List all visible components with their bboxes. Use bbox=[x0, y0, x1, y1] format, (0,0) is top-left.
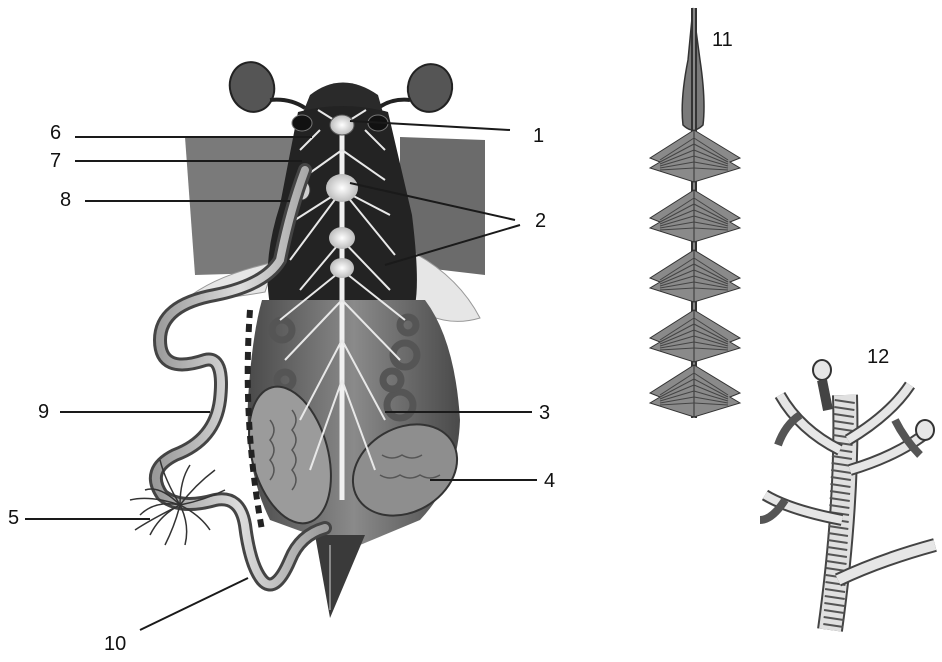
left-eye bbox=[292, 115, 312, 131]
insect-dissection bbox=[130, 57, 485, 618]
label-4: 4 bbox=[544, 471, 555, 491]
trachea-segment-diagram bbox=[650, 8, 740, 418]
thoracic-ganglion-2 bbox=[329, 227, 355, 249]
left-antenna-club bbox=[224, 57, 279, 117]
trachea-segment bbox=[650, 250, 740, 302]
right-antenna-club bbox=[403, 59, 458, 117]
trachea-segment bbox=[650, 365, 740, 417]
trachea-segments bbox=[650, 130, 740, 417]
trachea-segment bbox=[650, 190, 740, 242]
label-7: 7 bbox=[50, 151, 61, 171]
label-9: 9 bbox=[38, 402, 49, 422]
abdomen-tip bbox=[315, 535, 365, 618]
thoracic-ganglion-3 bbox=[330, 258, 354, 278]
label-3: 3 bbox=[539, 403, 550, 423]
label-5: 5 bbox=[8, 508, 19, 528]
trachea-segment bbox=[650, 310, 740, 362]
brain-ganglion bbox=[330, 115, 354, 135]
tracheole-branch-diagram bbox=[760, 360, 935, 630]
label-10: 10 bbox=[104, 634, 126, 654]
thoracic-ganglion-1 bbox=[326, 174, 358, 202]
label-12: 12 bbox=[867, 347, 889, 367]
trachea-segment bbox=[650, 130, 740, 182]
label-1: 1 bbox=[533, 126, 544, 146]
label-2: 2 bbox=[535, 211, 546, 231]
label-8: 8 bbox=[60, 190, 71, 210]
label-6: 6 bbox=[50, 123, 61, 143]
label-11: 11 bbox=[712, 30, 733, 50]
